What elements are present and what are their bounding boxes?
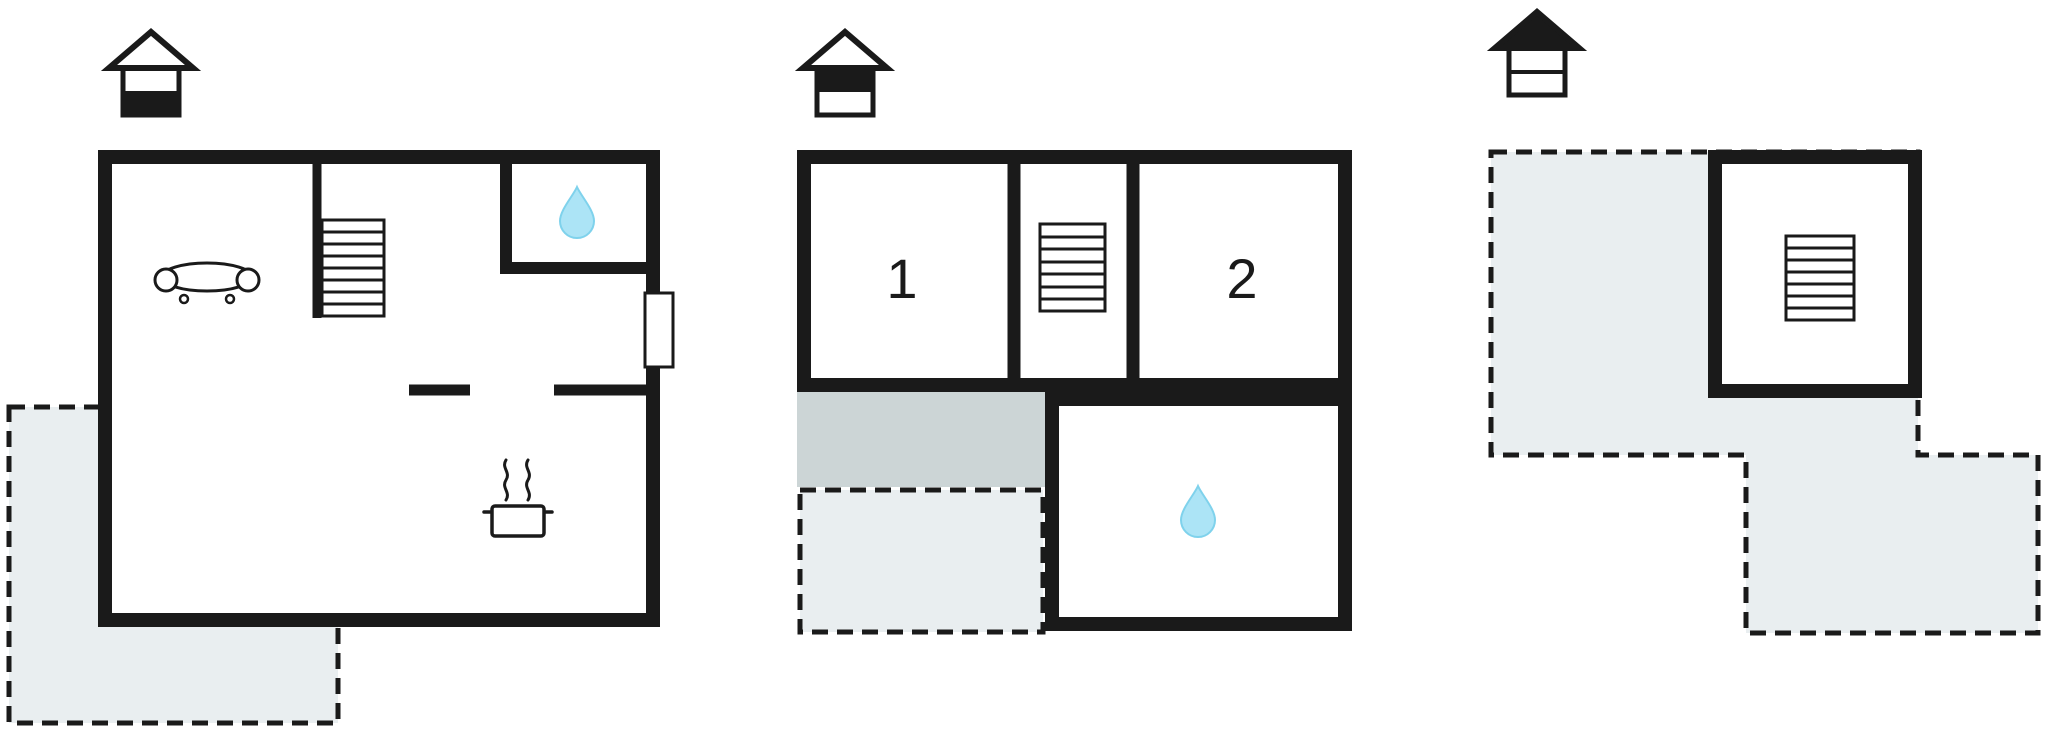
room-1-label: 1	[886, 247, 917, 310]
sofa-armrest	[235, 267, 261, 293]
steam-line	[525, 458, 531, 502]
stairs-steps	[322, 230, 384, 306]
house-roof	[794, 28, 896, 71]
ground-floor-plan	[6, 28, 675, 726]
selected-floor-band	[123, 91, 179, 115]
sofa-foot	[178, 293, 190, 305]
steam-line	[503, 458, 509, 502]
house-icon-ground-floor	[100, 28, 202, 118]
first-floor-plan: 1 2	[794, 28, 1352, 635]
stairs-steps	[1040, 235, 1105, 301]
stairs-icon	[1038, 222, 1107, 313]
stairs-icon	[320, 218, 386, 318]
top-floor-plan	[1486, 8, 2041, 636]
terrace-area	[797, 487, 1046, 635]
stairs-steps	[1786, 246, 1854, 310]
room-2-label: 2	[1226, 247, 1257, 310]
house-icon-top-floor	[1486, 8, 1588, 98]
balcony-area	[797, 392, 1045, 487]
house-roof-selected	[1486, 8, 1588, 51]
sofa-icon	[153, 261, 261, 305]
selected-floor-band	[817, 68, 873, 92]
house-roof	[100, 28, 202, 71]
stairs-icon	[1784, 234, 1856, 322]
stove-pot-icon	[482, 458, 554, 538]
stairs-outline	[1784, 234, 1856, 322]
house-icon-first-floor	[794, 28, 896, 118]
sofa-armrest	[153, 267, 179, 293]
sofa-foot	[224, 293, 236, 305]
pot-body	[490, 504, 546, 538]
door-window-opening	[643, 291, 675, 369]
